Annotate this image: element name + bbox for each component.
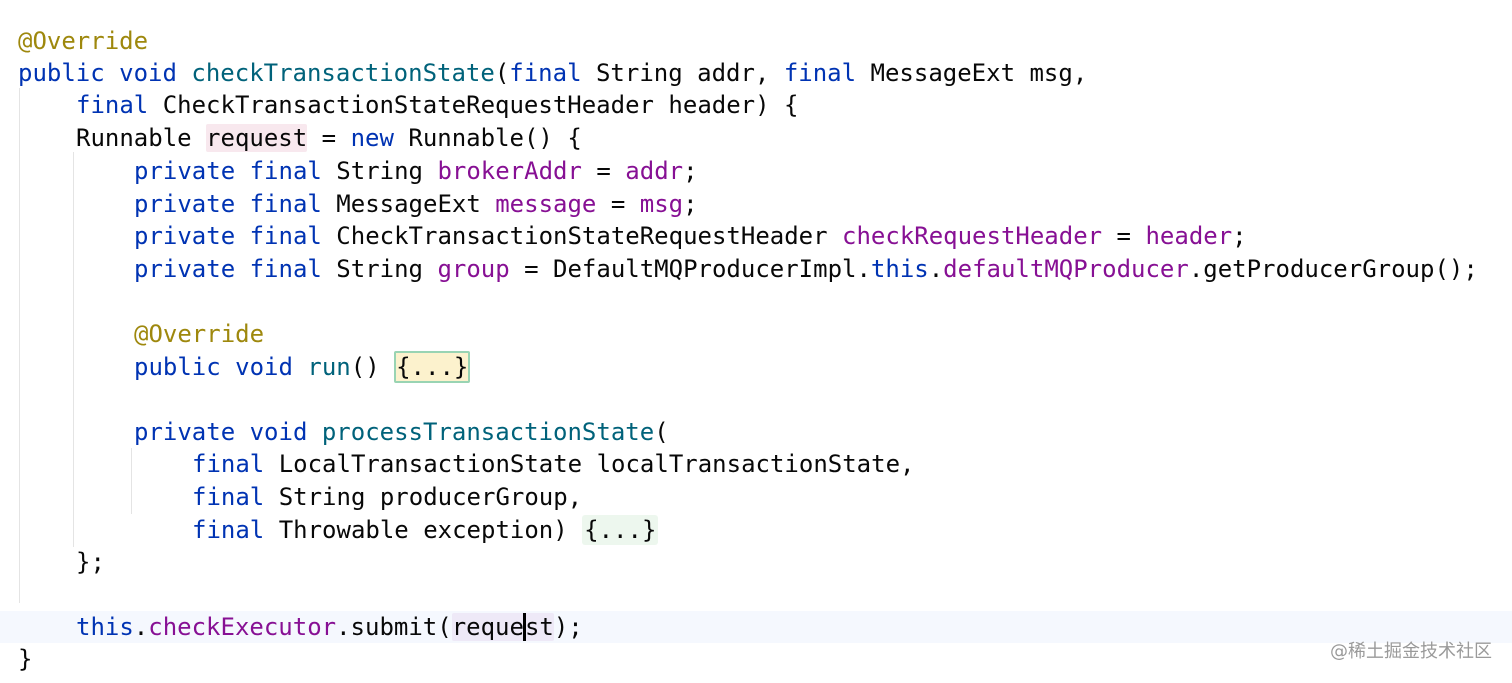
- code-text: ;: [1232, 222, 1247, 250]
- watermark: @稀土掘金技术社区: [1330, 641, 1492, 662]
- keyword: private final: [134, 255, 322, 283]
- code-line-10: @Override: [0, 318, 1512, 350]
- folded-code-block[interactable]: {...}: [394, 351, 471, 383]
- keyword: final: [192, 483, 265, 511]
- code-line-3: final CheckTransactionStateRequestHeader…: [0, 89, 1512, 121]
- code-text: (: [494, 59, 510, 87]
- keyword: final: [192, 516, 265, 544]
- field-name: checkRequestHeader: [842, 222, 1103, 250]
- code-text: ;: [683, 157, 698, 185]
- code-text: };: [76, 548, 105, 576]
- code-line-19-current: this.checkExecutor.submit(request);: [0, 611, 1512, 643]
- annotation: @Override: [134, 320, 265, 348]
- code-line-13: private void processTransactionState(: [0, 416, 1512, 448]
- field-name: message: [495, 190, 597, 218]
- variable-usage-highlight[interactable]: request: [206, 124, 308, 152]
- field-name: group: [437, 255, 510, 283]
- code-text: .: [133, 613, 149, 641]
- keyword: final: [783, 59, 857, 87]
- code-line-11: public void run() {...}: [0, 351, 1512, 383]
- variable-part: reque: [451, 613, 524, 641]
- code-text: CheckTransactionStateRequestHeader: [321, 222, 843, 250]
- code-text: Throwable exception): [264, 516, 583, 544]
- field-name: defaultMQProducer: [943, 255, 1189, 283]
- code-line-15: final String producerGroup,: [0, 481, 1512, 513]
- indent-guide: [19, 88, 20, 603]
- indent-guide: [73, 152, 74, 547]
- text-caret: [522, 613, 526, 641]
- code-line-14: final LocalTransactionState localTransac…: [0, 448, 1512, 480]
- code-text: =: [596, 190, 640, 218]
- code-text: =: [1102, 222, 1146, 250]
- code-text: LocalTransactionState localTransactionSt…: [264, 450, 915, 478]
- code-text: MessageExt msg,: [856, 59, 1088, 87]
- code-text: .: [928, 255, 944, 283]
- code-text: .submit(: [336, 613, 452, 641]
- keyword: new: [350, 124, 394, 152]
- field-name: checkExecutor: [148, 613, 337, 641]
- code-text: ;: [683, 190, 698, 218]
- code-text: String producerGroup,: [264, 483, 583, 511]
- keyword: private void: [134, 418, 322, 446]
- code-text: String: [321, 157, 438, 185]
- code-text: );: [553, 613, 583, 641]
- annotation: @Override: [18, 27, 149, 55]
- code-line-5: private final String brokerAddr = addr;: [0, 155, 1512, 187]
- method-name: run: [307, 353, 351, 381]
- folded-code-block[interactable]: {...}: [582, 515, 659, 545]
- code-text: String: [321, 255, 438, 283]
- code-line-20: }: [0, 643, 1512, 675]
- code-text: = DefaultMQProducerImpl.: [509, 255, 871, 283]
- code-text: =: [581, 157, 626, 185]
- code-line-2: public void checkTransactionState(final …: [0, 57, 1512, 89]
- code-text: CheckTransactionStateRequestHeader heade…: [148, 91, 799, 119]
- field-name: addr: [625, 157, 684, 185]
- keyword: private final: [134, 190, 322, 218]
- keyword: final: [76, 91, 149, 119]
- code-text: (: [654, 418, 669, 446]
- method-name: checkTransactionState: [191, 59, 495, 87]
- keyword: final: [192, 450, 265, 478]
- code-text: MessageExt: [321, 190, 496, 218]
- keyword: this: [870, 255, 929, 283]
- code-line-6: private final MessageExt message = msg;: [0, 188, 1512, 220]
- code-text: Runnable: [76, 124, 207, 152]
- variable-part: st: [524, 613, 554, 641]
- code-text: =: [307, 124, 351, 152]
- code-line-4: Runnable request = new Runnable() {: [0, 122, 1512, 154]
- code-text: .getProducerGroup();: [1188, 255, 1478, 283]
- code-line-17: };: [0, 546, 1512, 578]
- keyword: public void: [134, 353, 308, 381]
- field-name: header: [1145, 222, 1233, 250]
- code-text: String addr,: [581, 59, 784, 87]
- variable-usage-highlight[interactable]: request: [451, 613, 554, 641]
- field-name: brokerAddr: [437, 157, 582, 185]
- code-text: (): [350, 353, 395, 381]
- method-name: processTransactionState: [321, 418, 655, 446]
- keyword: final: [509, 59, 582, 87]
- keyword: private final: [134, 222, 322, 250]
- code-text: }: [18, 645, 33, 673]
- indent-guide: [131, 448, 132, 514]
- code-line-1: @Override: [0, 25, 1512, 57]
- code-text: Runnable() {: [393, 124, 582, 152]
- keyword: this: [76, 613, 134, 641]
- keyword: public void: [18, 59, 192, 87]
- field-name: msg: [639, 190, 684, 218]
- code-line-7: private final CheckTransactionStateReque…: [0, 220, 1512, 252]
- code-line-16: final Throwable exception) {...}: [0, 514, 1512, 546]
- code-line-8: private final String group = DefaultMQPr…: [0, 253, 1512, 285]
- keyword: private final: [134, 157, 322, 185]
